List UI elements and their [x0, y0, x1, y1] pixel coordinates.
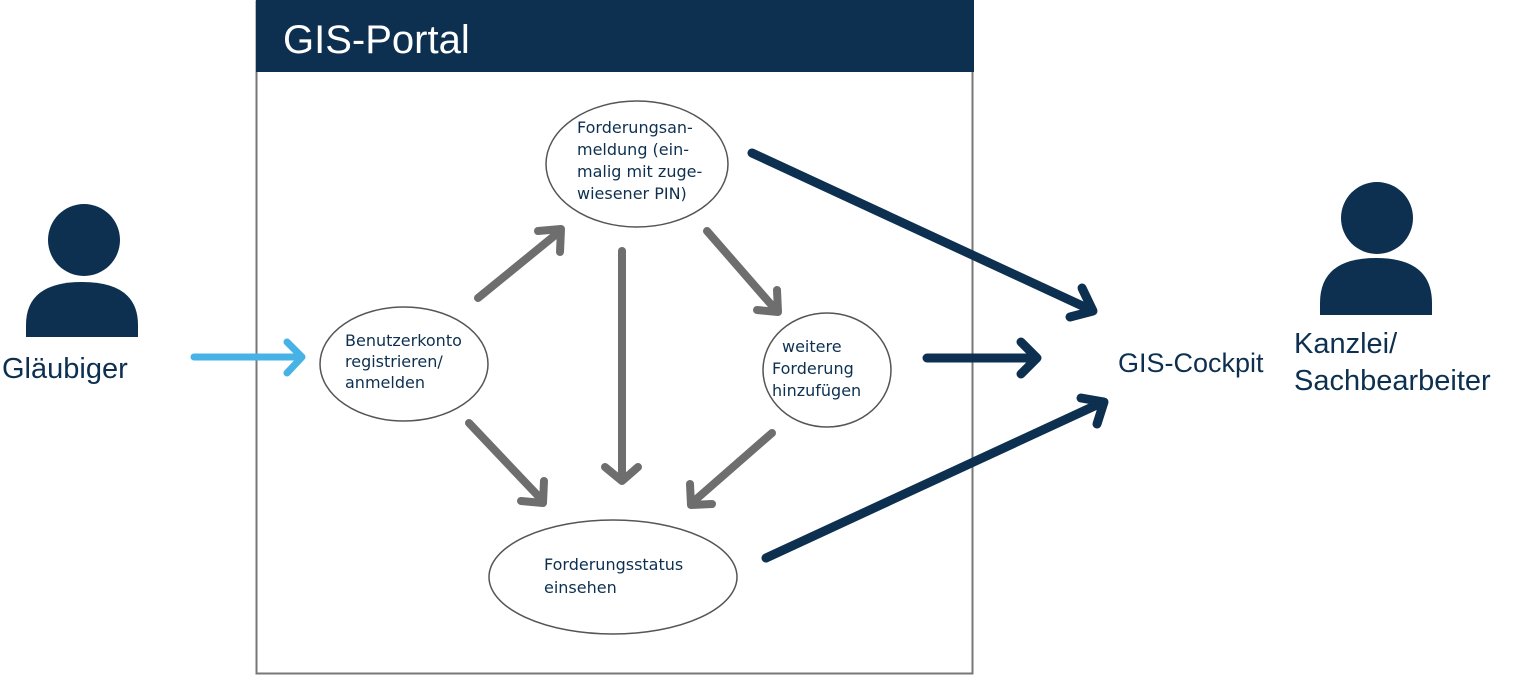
arrow-claim-to-add-claim — [703, 227, 782, 316]
arrow-status-to-cockpit — [761, 393, 1109, 563]
arrow-claim-to-cockpit — [747, 148, 1098, 322]
creditor-person-icon — [26, 204, 138, 337]
node-add-claim — [762, 312, 892, 428]
portal-title: GIS-Portal — [283, 18, 470, 62]
node-register-text: Benutzerkonto registrieren/ anmelden — [345, 331, 467, 392]
office-label-line-1: Kanzlei/ — [1294, 328, 1398, 360]
arrow-claim-to-status — [601, 247, 642, 485]
office-label: Kanzlei/ Sachbearbeiter — [1294, 328, 1491, 397]
office-person-icon — [1320, 182, 1432, 315]
arrow-add-claim-to-status — [686, 429, 776, 509]
portal-header — [256, 0, 974, 72]
office-label-line-2: Sachbearbeiter — [1294, 365, 1491, 397]
node-add-claim-text: weitere Forderung hinzufügen — [772, 337, 861, 400]
creditor-label: Gläubiger — [2, 353, 128, 385]
node-claim-text: Forderungsan- meldung (ein- malig mit zu… — [577, 118, 707, 203]
node-claim — [545, 100, 729, 228]
node-status-text: Forderungsstatus einsehen — [544, 555, 688, 597]
node-status — [488, 519, 738, 635]
arrow-add-claim-to-cockpit — [922, 337, 1042, 379]
arrow-creditor-to-register — [190, 338, 306, 377]
node-register — [319, 306, 489, 422]
cockpit-label: GIS-Cockpit — [1118, 348, 1264, 378]
arrow-register-to-status — [465, 419, 548, 507]
arrow-register-to-claim — [474, 225, 565, 302]
